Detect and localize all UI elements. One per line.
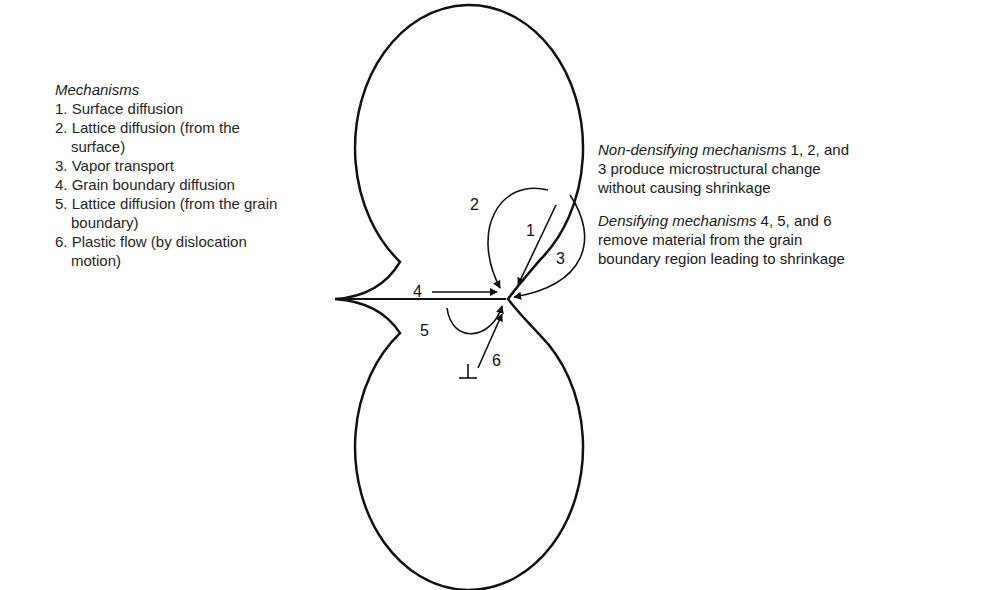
- callout-number: 4: [413, 283, 422, 300]
- mechanism-list: Mechanisms1. Surface diffusion2. Lattice…: [55, 80, 295, 270]
- callout-number: 3: [556, 250, 565, 267]
- callout-number: 5: [420, 322, 429, 339]
- arrow-plastic-flow: [478, 314, 502, 368]
- arrow-lattice-surface: [488, 188, 548, 288]
- note-paragraph: Densifying mechanisms 4, 5, and 6 remove…: [598, 211, 856, 268]
- mechanism-item: 6. Plastic flow (by dislocation motion): [55, 232, 295, 270]
- grain-boundary: [340, 298, 506, 300]
- mechanism-item: 2. Lattice diffusion (from the surface): [55, 118, 295, 156]
- arrow-grain-boundary-diffusion: [432, 291, 497, 293]
- dislocation-symbol: [467, 364, 469, 378]
- mechanism-item: 1. Surface diffusion: [55, 99, 295, 118]
- mechanism-item: 4. Grain boundary diffusion: [55, 175, 295, 194]
- particle-pair-outline: [335, 5, 583, 590]
- callout-number: 6: [492, 352, 501, 369]
- note-paragraph: Non-densifying mechanisms 1, 2, and 3 pr…: [598, 140, 856, 197]
- mechanism-notes: Non-densifying mechanisms 1, 2, and 3 pr…: [598, 140, 856, 282]
- mechanism-item: 3. Vapor transport: [55, 156, 295, 175]
- mechanism-item: 5. Lattice diffusion (from the grain bou…: [55, 194, 295, 232]
- list-heading: Mechanisms: [55, 80, 295, 99]
- note-heading: Non-densifying mechanisms: [598, 141, 786, 158]
- note-heading: Densifying mechanisms: [598, 212, 756, 229]
- arrow-lattice-boundary: [447, 306, 502, 334]
- arrow-surface-diffusion: [518, 205, 556, 285]
- callout-number: 1: [526, 222, 535, 239]
- arrow-vapor-transport: [514, 195, 585, 297]
- callout-number: 2: [470, 196, 479, 213]
- dislocation-symbol: [459, 377, 477, 379]
